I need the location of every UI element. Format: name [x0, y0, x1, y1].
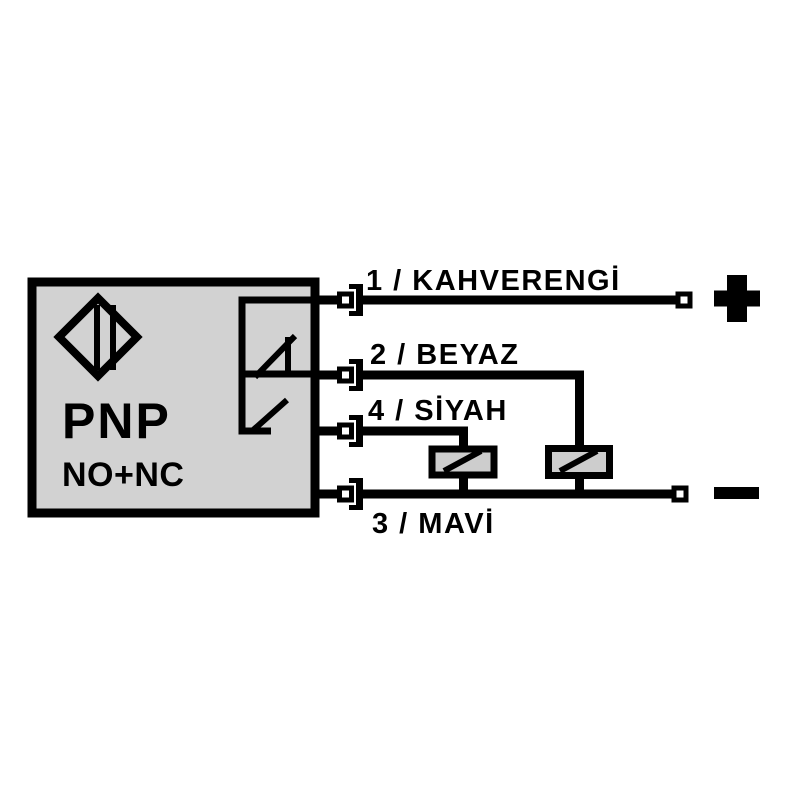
- diamond-sensor-icon: [53, 292, 143, 382]
- load-diagonal: [558, 448, 599, 474]
- connector-pin-4-icon: [314, 415, 360, 447]
- wire-label-4-black: 4 / SİYAH: [368, 395, 508, 427]
- sensor-contacts-label: NO+NC: [62, 456, 184, 494]
- switch-frame: [238, 296, 316, 433]
- wire-white: [361, 370, 584, 450]
- connector-pin-3-icon: [314, 478, 360, 510]
- sensor-body: PNP NO+NC: [27, 277, 320, 518]
- terminal-square-negative: [674, 488, 686, 500]
- load-nc-output: [545, 445, 613, 494]
- sensor-type-label: PNP: [62, 393, 171, 449]
- load-diagonal: [442, 448, 483, 474]
- wire-black: [361, 426, 468, 450]
- connector-pin-1-icon: [314, 284, 360, 316]
- plus-icon: [714, 275, 760, 322]
- no-nc-contact-switch-icon: [238, 296, 316, 435]
- minus-icon: [714, 487, 759, 499]
- wire-label-1-brown: 1 / KAHVERENGİ: [366, 265, 621, 297]
- connector-pin-2-icon: [314, 359, 360, 391]
- no-contact-blade: [249, 397, 289, 435]
- wire-label-3-blue: 3 / MAVİ: [372, 508, 495, 540]
- load-no-output: [428, 445, 498, 494]
- wire-label-2-white: 2 / BEYAZ: [370, 339, 519, 371]
- terminal-square-positive: [678, 294, 690, 306]
